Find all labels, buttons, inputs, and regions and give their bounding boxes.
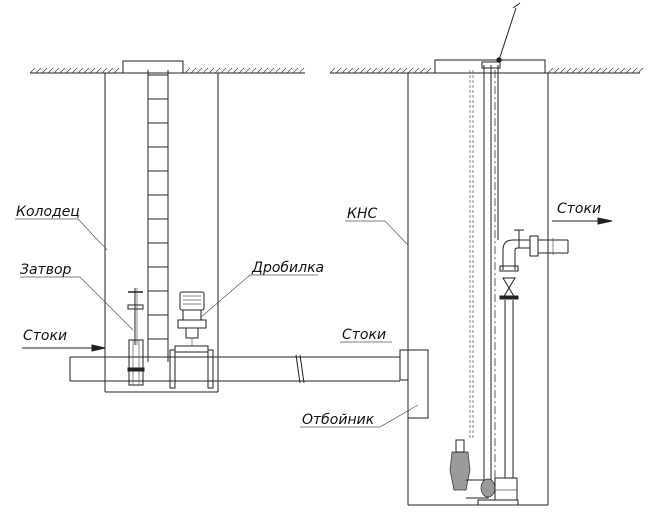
ground-hatch-stroke bbox=[41, 67, 48, 74]
ground-hatch-stroke bbox=[184, 67, 191, 74]
ground-hatch-stroke bbox=[607, 67, 614, 74]
ground-hatch-stroke bbox=[407, 67, 414, 74]
ground-hatch-stroke bbox=[196, 67, 203, 74]
ground-hatch-stroke bbox=[631, 67, 638, 74]
ground-hatch-stroke bbox=[613, 67, 620, 74]
ground-hatch-stroke bbox=[401, 67, 408, 74]
ground-hatch-stroke bbox=[107, 67, 114, 74]
ground-hatch-stroke bbox=[413, 67, 420, 74]
outlet-pipe bbox=[529, 235, 569, 257]
ground-hatch-stroke bbox=[329, 67, 336, 74]
guide-rails bbox=[481, 61, 501, 485]
ground-hatch-stroke bbox=[226, 67, 233, 74]
ground-hatch-stroke bbox=[371, 67, 378, 74]
label-outflow-right: Стоки bbox=[557, 201, 601, 217]
ground-hatch-stroke bbox=[595, 67, 602, 74]
well-shaft bbox=[104, 60, 219, 393]
ground-hatch-stroke bbox=[553, 67, 560, 74]
ground-hatch-stroke bbox=[59, 67, 66, 74]
ground-hatch-stroke bbox=[77, 67, 84, 74]
ground-hatch-stroke bbox=[625, 67, 632, 74]
ground-hatch-stroke bbox=[274, 67, 281, 74]
ground-hatch-stroke bbox=[53, 67, 60, 74]
ground-hatch-stroke bbox=[359, 67, 366, 74]
ground-hatch-stroke bbox=[389, 67, 396, 74]
ground-hatch-stroke bbox=[190, 67, 197, 74]
ground-hatch-stroke bbox=[29, 67, 36, 74]
ground-hatch-stroke bbox=[395, 67, 402, 74]
flow-arrow-left bbox=[22, 344, 106, 352]
label-gate: Затвор bbox=[20, 262, 72, 278]
deflector-plate bbox=[399, 349, 429, 419]
label-kns: КНС bbox=[347, 206, 377, 222]
ground-hatch-stroke bbox=[214, 67, 221, 74]
ground-hatch-stroke bbox=[35, 67, 42, 74]
ground-hatch-stroke bbox=[347, 67, 354, 74]
gate-valve bbox=[127, 288, 145, 386]
crusher-unit bbox=[177, 291, 207, 346]
ground-hatch-stroke bbox=[89, 67, 96, 74]
ground-hatch-stroke bbox=[419, 67, 426, 74]
ground-hatch-stroke bbox=[268, 67, 275, 74]
ground-hatch-stroke bbox=[262, 67, 269, 74]
pipe-flanges bbox=[169, 345, 214, 389]
ground-hatch-stroke bbox=[95, 67, 102, 74]
ground-hatch-stroke bbox=[619, 67, 626, 74]
ground-hatch-stroke bbox=[298, 67, 305, 74]
ground-hatch-stroke bbox=[571, 67, 578, 74]
ground-hatch-stroke bbox=[113, 67, 120, 74]
ground-hatch-stroke bbox=[601, 67, 608, 74]
level-sensor-cable bbox=[496, 2, 521, 63]
ground-hatch-stroke bbox=[238, 67, 245, 74]
ground-hatch-stroke bbox=[547, 67, 554, 74]
ground-hatch-stroke bbox=[220, 67, 227, 74]
ground-hatch-stroke bbox=[250, 67, 257, 74]
ground-hatch-stroke bbox=[292, 67, 299, 74]
ground-hatch-stroke bbox=[341, 67, 348, 74]
ground-hatch-stroke bbox=[425, 67, 432, 74]
inflow-pipe bbox=[69, 354, 400, 384]
ground-hatch-stroke bbox=[565, 67, 572, 74]
ground-hatch-stroke bbox=[365, 67, 372, 74]
ground-hatch-stroke bbox=[383, 67, 390, 74]
ground-hatch-stroke bbox=[71, 67, 78, 74]
ground-hatch-stroke bbox=[353, 67, 360, 74]
leader-lines bbox=[15, 218, 419, 428]
ground-hatch-stroke bbox=[83, 67, 90, 74]
ground-hatch-stroke bbox=[47, 67, 54, 74]
ground-hatch-stroke bbox=[232, 67, 239, 74]
well-ladder bbox=[147, 70, 169, 362]
label-inflow-middle: Стоки bbox=[342, 327, 386, 343]
ground-hatch-stroke bbox=[559, 67, 566, 74]
ground-hatch-stroke bbox=[335, 67, 342, 74]
ground-hatch-stroke bbox=[244, 67, 251, 74]
ground-hatch-stroke bbox=[286, 67, 293, 74]
lifting-chain bbox=[469, 70, 474, 440]
label-deflector: Отбойник bbox=[302, 412, 375, 428]
kns-shaft bbox=[407, 59, 549, 506]
ground-hatch-stroke bbox=[280, 67, 287, 74]
ground-hatch-stroke bbox=[583, 67, 590, 74]
ground-hatch-stroke bbox=[101, 67, 108, 74]
submersible-pump bbox=[449, 439, 519, 506]
ground-hatch-stroke bbox=[202, 67, 209, 74]
ground-hatch-stroke bbox=[577, 67, 584, 74]
ground-hatch-stroke bbox=[377, 67, 384, 74]
discharge-riser bbox=[499, 229, 530, 478]
ground-hatch-stroke bbox=[256, 67, 263, 74]
flow-arrow-right bbox=[552, 217, 613, 225]
ground-hatch-stroke bbox=[208, 67, 215, 74]
ground-hatch-stroke bbox=[637, 67, 644, 74]
label-well: Колодец bbox=[16, 204, 80, 220]
ground-line-right bbox=[329, 67, 644, 74]
ground-hatch-stroke bbox=[65, 67, 72, 74]
ground-hatch-stroke bbox=[589, 67, 596, 74]
label-inflow-left: Стоки bbox=[23, 328, 67, 344]
label-crusher: Дробилка bbox=[251, 260, 324, 276]
